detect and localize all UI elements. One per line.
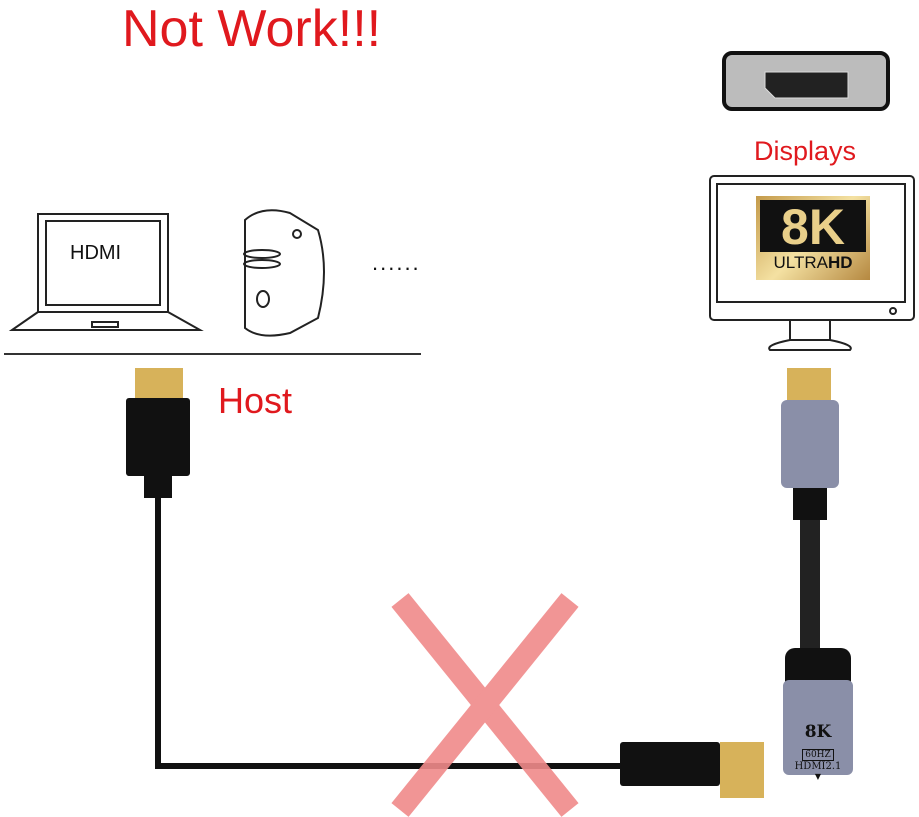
logo-sub-text: ULTRAHD	[773, 253, 853, 272]
adapter-resolution: 8K	[804, 722, 832, 742]
dp-to-hdmi-adapter	[781, 368, 853, 775]
adapter-refresh: 60HZ	[802, 749, 834, 761]
host-label: Host	[218, 380, 293, 421]
logo-main-text: 8K	[760, 200, 866, 254]
not-supported-cross-icon	[391, 593, 579, 817]
displays-label: Displays	[754, 136, 857, 166]
triangle-down-icon: ▼	[814, 772, 822, 781]
hdmi-cable	[126, 368, 764, 798]
8k-ultra-hd-logo: 8K ULTRAHD	[756, 196, 870, 280]
adapter-standard: HDMI2.1	[794, 761, 842, 772]
laptop-icon	[8, 213, 204, 331]
laptop-screen-text: HDMI	[70, 242, 122, 264]
pc-tower-icon	[243, 209, 325, 337]
monitor-icon	[709, 175, 915, 351]
more-devices-ellipsis: ......	[372, 250, 421, 275]
displayport-port-icon	[722, 51, 890, 111]
adapter-label: 8K 60HZ HDMI2.1 ▼	[793, 722, 843, 781]
page-title: Not Work!!!	[122, 0, 382, 58]
